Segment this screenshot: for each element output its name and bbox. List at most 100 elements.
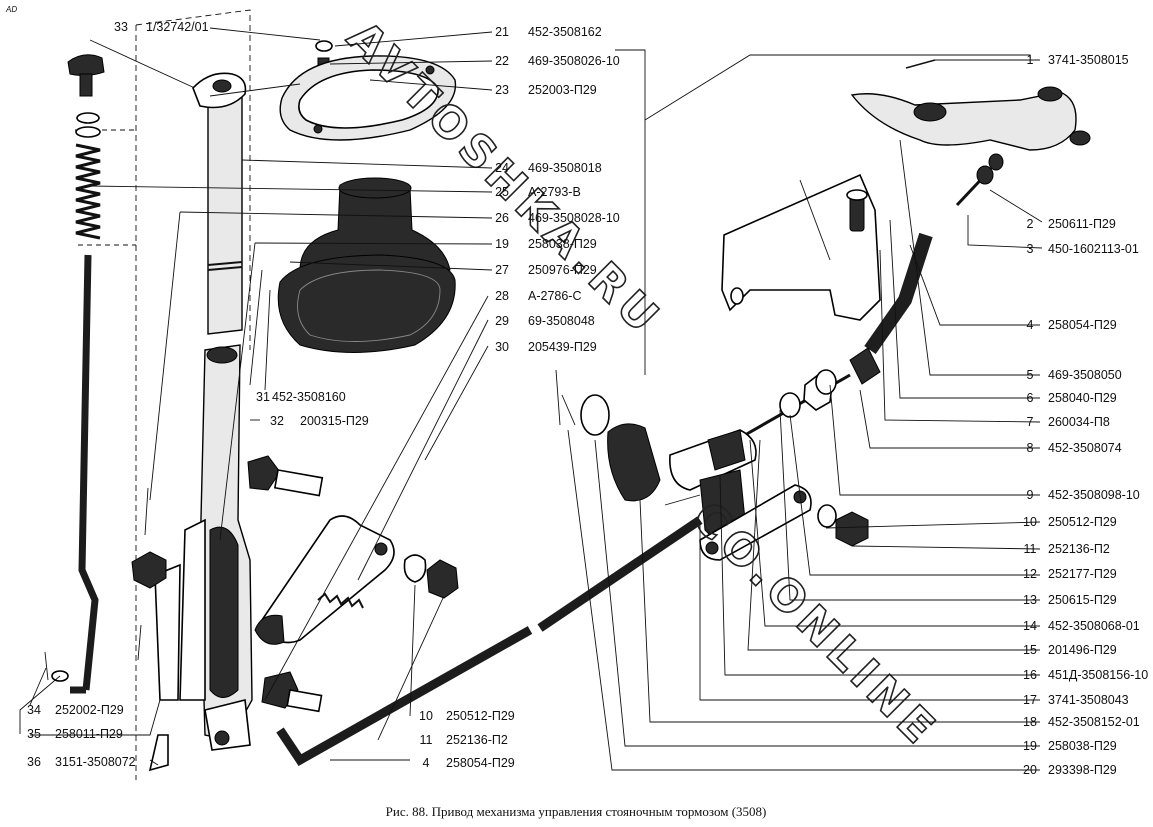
callout-code: 258038-П29 xyxy=(528,237,597,251)
lever-socket xyxy=(206,346,238,364)
callout-code: 205439-П29 xyxy=(528,340,597,354)
callout-code: 250512-П29 xyxy=(446,709,515,723)
callout-number: 13 xyxy=(1023,593,1037,607)
washer-10 xyxy=(403,554,427,583)
label-32: 32 200315-П29 xyxy=(270,414,369,428)
callout-code: 451Д-3508156-10 xyxy=(1048,668,1148,682)
washer xyxy=(76,112,100,124)
callout-code: 452-3508162 xyxy=(528,25,602,39)
callout-code: 469-3508018 xyxy=(528,161,602,175)
callout-code: 452-3508068-01 xyxy=(1048,619,1140,633)
callout-code: 469-3508026-10 xyxy=(528,54,620,68)
callout-code: 450-1602113-01 xyxy=(1048,242,1139,256)
callout-number: 16 xyxy=(1023,668,1037,682)
callout-number: 22 xyxy=(495,54,509,68)
label-number: 31 xyxy=(256,390,270,404)
boot-flange-27 xyxy=(277,254,456,353)
callout-code: 452-3508098-10 xyxy=(1048,488,1140,502)
callout-code: 258040-П29 xyxy=(1048,391,1117,405)
callout-number: 12 xyxy=(1023,567,1037,581)
pin-36 xyxy=(148,734,169,772)
label-code: 200315-П29 xyxy=(300,414,369,428)
callout-4: 4 258054-П29 xyxy=(423,756,515,770)
callout-22: 22 469-3508026-10 xyxy=(495,54,620,68)
callout-number: 11 xyxy=(420,733,433,747)
callout-number: 2 xyxy=(1027,217,1034,231)
knob-stem xyxy=(79,73,93,97)
clevis-8 xyxy=(849,347,881,385)
callout-number: 14 xyxy=(1023,619,1037,633)
callout-code: 201496-П29 xyxy=(1048,643,1117,657)
callout-number: 30 xyxy=(495,340,509,354)
callout-number: 35 xyxy=(27,727,41,741)
callout-code: 252136-П2 xyxy=(1048,542,1110,556)
callout-number: 8 xyxy=(1027,441,1034,455)
label-31: 31 452-3508160 xyxy=(256,390,346,404)
callout-number: 19 xyxy=(495,237,509,251)
callout-number: 11 xyxy=(1024,542,1037,556)
callout-number: 19 xyxy=(1023,739,1037,753)
callout-code: 258054-П29 xyxy=(446,756,515,770)
callout-number: 4 xyxy=(1027,318,1034,332)
callout-30: 30 205439-П29 xyxy=(495,340,597,354)
washer-10-right xyxy=(817,504,837,528)
callout-number: 28 xyxy=(495,289,509,303)
callout-number: 3 xyxy=(1027,242,1034,256)
callout-6: 6 258040-П29 xyxy=(1027,391,1117,405)
cover-gasket xyxy=(298,69,439,129)
callout-number: 9 xyxy=(1027,488,1034,502)
callout-number: 25 xyxy=(495,185,509,199)
callout-code: 3741-3508043 xyxy=(1048,693,1129,707)
callout-25: 25 А-2793-В xyxy=(495,185,581,199)
callout-14: 14 452-3508068-01 xyxy=(1023,619,1140,633)
callout-code: 250512-П29 xyxy=(1048,515,1117,529)
callout-16: 16 451Д-3508156-10 xyxy=(1023,668,1148,682)
callout-code: 452-3508074 xyxy=(1048,441,1122,455)
callout-code: 252003-П29 xyxy=(528,83,597,97)
callout-code: 69-3508048 xyxy=(528,314,595,328)
callout-number: 27 xyxy=(495,263,509,277)
callout-code: 3151-3508072 xyxy=(55,755,136,769)
callout-number: 6 xyxy=(1027,391,1034,405)
callout-9: 9 452-3508098-10 xyxy=(1027,488,1140,502)
nut-11-right xyxy=(835,511,869,547)
callout-1: 1 3741-3508015 xyxy=(1027,53,1129,67)
callout-code: 3741-3508015 xyxy=(1048,53,1129,67)
callout-8: 8 452-3508074 xyxy=(1027,441,1122,455)
callout-number: 29 xyxy=(495,314,509,328)
label-33: 33 1/32742/01 xyxy=(114,20,209,34)
callout-code: А-2793-В xyxy=(528,185,581,199)
spring xyxy=(75,143,101,240)
callout-19: 19 258038-П29 xyxy=(495,237,597,251)
callout-code: 250976-П29 xyxy=(528,263,597,277)
foot-hole xyxy=(214,730,230,746)
callout-code: 258011-П29 xyxy=(55,727,123,741)
yoke-14 xyxy=(607,423,661,502)
callout-number: 26 xyxy=(495,211,509,225)
callout-27: 27 250976-П29 xyxy=(495,263,597,277)
center-assembly xyxy=(247,40,561,766)
callout-35: 35 258011-П29 xyxy=(27,727,123,741)
callout-number: 1 xyxy=(1027,53,1034,67)
callout-number: 4 xyxy=(423,756,430,770)
